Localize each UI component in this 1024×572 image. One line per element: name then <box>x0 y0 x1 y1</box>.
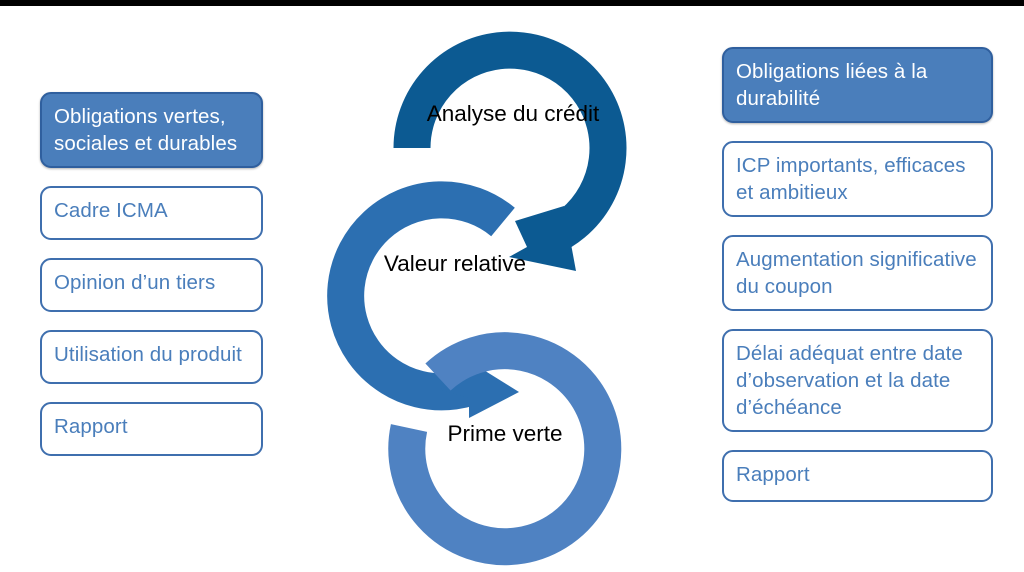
circular-arrow-credit-body <box>393 31 627 258</box>
cycle-step-label-prime: Prime verte <box>447 421 563 446</box>
cycle-step-label-valeur: Valeur relative <box>383 251 527 276</box>
right-column-item-augmentation-coupon[interactable]: Augmentation significative du coupon <box>722 235 993 311</box>
top-black-bar <box>0 0 1024 6</box>
cycle-arrows-svg <box>327 31 627 566</box>
circular-arrow-valeur-body <box>327 181 515 411</box>
circular-arrow-credit-head <box>509 206 576 271</box>
left-column-item-cadre-icma[interactable]: Cadre ICMA <box>40 186 263 240</box>
cycle-step-label-credit: Analyse du crédit <box>426 101 600 126</box>
circular-ring-prime <box>388 332 622 566</box>
left-column-item-utilisation-produit[interactable]: Utilisation du produit <box>40 330 263 384</box>
circular-ring-prime-body <box>388 332 622 566</box>
left-column-header[interactable]: Obligations vertes, sociales et durables <box>40 92 263 168</box>
cycle-diagram: Analyse du crédit Valeur relative Prime … <box>318 10 698 566</box>
right-column: Obligations liées à la durabilité ICP im… <box>722 47 993 520</box>
right-column-item-rapport[interactable]: Rapport <box>722 450 993 502</box>
right-column-header[interactable]: Obligations liées à la durabilité <box>722 47 993 123</box>
right-column-item-delai-adequat[interactable]: Délai adéquat entre date d’observation e… <box>722 329 993 432</box>
circular-arrow-valeur <box>327 181 519 418</box>
circular-arrow-credit <box>393 31 627 271</box>
left-column: Obligations vertes, sociales et durables… <box>40 92 263 474</box>
left-column-item-opinion-tiers[interactable]: Opinion d’un tiers <box>40 258 263 312</box>
left-column-item-rapport[interactable]: Rapport <box>40 402 263 456</box>
right-column-item-icp[interactable]: ICP importants, efficaces et ambitieux <box>722 141 993 217</box>
